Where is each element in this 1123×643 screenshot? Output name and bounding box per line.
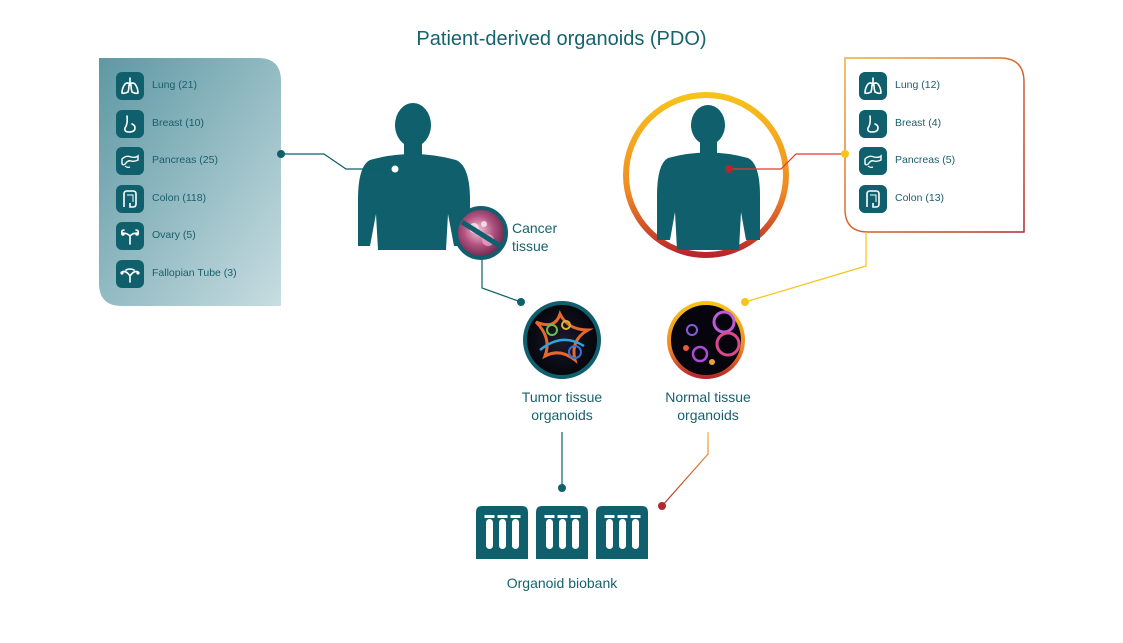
tumor-organoid-image [523, 301, 601, 379]
tumor-organoids-label: Tumor tissue organoids [521, 389, 603, 423]
organ-label: Colon (118) [152, 191, 207, 204]
organ-label: Colon (13) [895, 191, 945, 204]
test-tube [486, 519, 493, 549]
pancreas-icon [116, 147, 144, 175]
tumor-connector [281, 153, 563, 488]
test-tube [572, 519, 579, 549]
test-tube-cap [604, 515, 615, 518]
test-tube [499, 519, 506, 549]
test-tube [606, 519, 613, 549]
cancer-tissue-image [454, 206, 508, 260]
tumor-body-marker [390, 164, 400, 174]
lung-icon [859, 72, 887, 100]
organ-label: Pancreas (25) [152, 154, 218, 166]
organ-label: Lung (12) [895, 79, 940, 91]
test-tube [546, 519, 553, 549]
test-tube [559, 519, 566, 549]
test-tube-cap [497, 515, 508, 518]
organ-label: Ovary (5) [152, 229, 196, 241]
test-tube-cap [557, 515, 568, 518]
normal-organoid-dot [741, 298, 749, 306]
biobank-dot-left [558, 484, 566, 492]
patient-silhouette-right [657, 105, 760, 250]
breast-icon [116, 109, 144, 138]
biobank-label: Organoid biobank [506, 575, 618, 591]
tumor-organoid-dot [517, 298, 525, 306]
normal-connector [661, 153, 867, 507]
lung-icon [116, 72, 144, 100]
test-tube-cap [617, 515, 628, 518]
test-tube-cap [544, 515, 555, 518]
biobank-dot-right [658, 502, 666, 510]
organ-label: Breast (4) [895, 116, 942, 129]
ovary-icon [116, 222, 144, 250]
pancreas-icon [859, 147, 887, 175]
test-tube-cap [630, 515, 641, 518]
biobank-racks [476, 506, 648, 559]
normal-organoids-label: Normal tissue organoids [665, 389, 751, 423]
tumor-connector-dot [277, 150, 285, 158]
organ-label: Fallopian Tube (3) [152, 266, 237, 279]
normal-organoid-image [667, 301, 745, 379]
test-tube [632, 519, 639, 549]
test-tube-cap [570, 515, 581, 518]
normal-connector-dot [841, 150, 849, 158]
uterus-icon [116, 259, 144, 288]
tumor-organ-panel [99, 58, 281, 306]
organ-label: Lung (21) [152, 79, 197, 91]
test-tube-cap [484, 515, 495, 518]
cancer-tissue-label: Cancer tissue [512, 220, 558, 254]
test-tube [512, 519, 519, 549]
colon-icon [859, 184, 887, 213]
patient-silhouette-left [358, 103, 470, 250]
test-tube-cap [510, 515, 521, 518]
page-title: Patient-derived organoids (PDO) [416, 28, 707, 50]
colon-icon [116, 184, 144, 213]
breast-icon [859, 109, 887, 138]
normal-organ-panel [844, 57, 1025, 233]
test-tube [619, 519, 626, 549]
organ-label: Breast (10) [152, 116, 204, 129]
normal-body-marker [725, 165, 733, 173]
organ-label: Pancreas (5) [895, 154, 956, 166]
